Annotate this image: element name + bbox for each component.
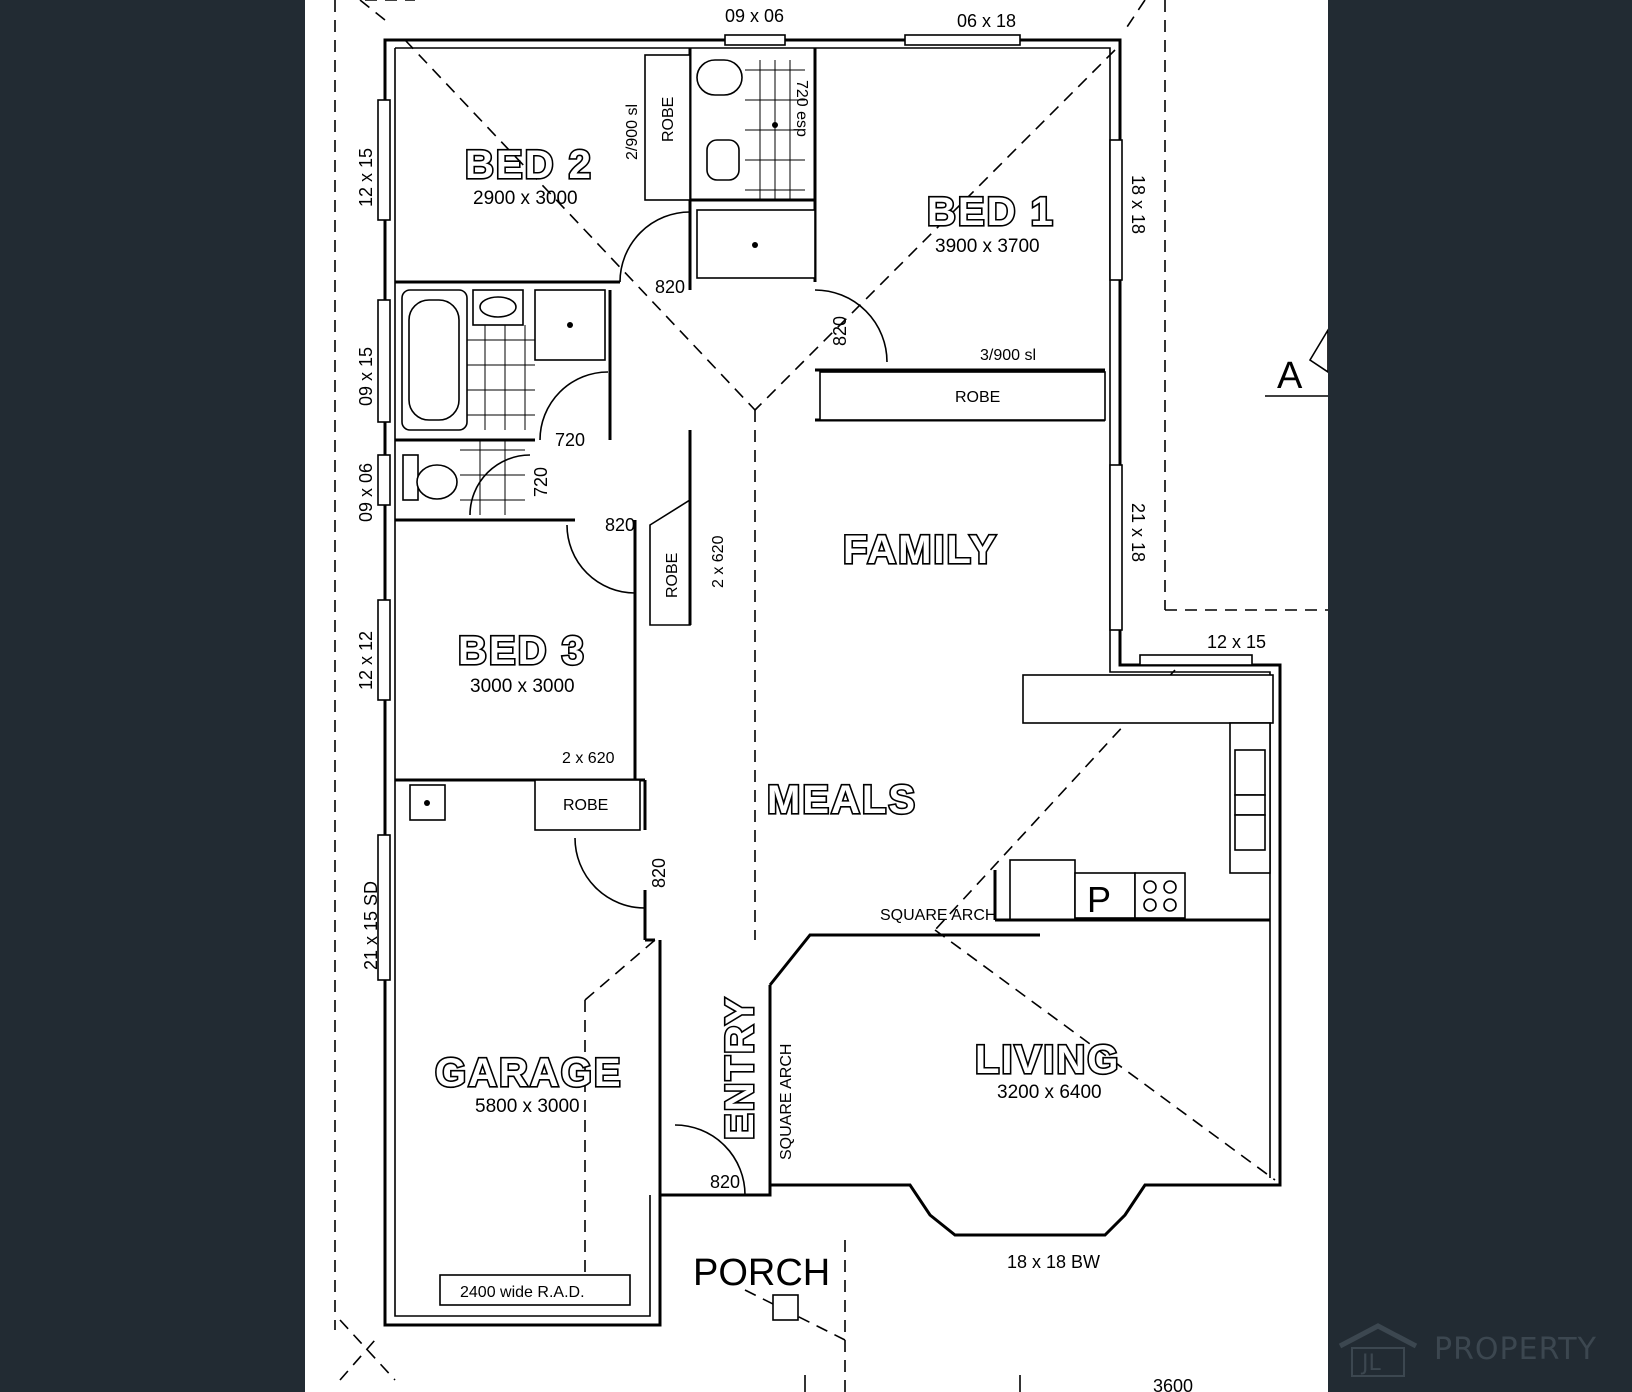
meals-title: MEALS <box>767 778 917 822</box>
window-label-wc: 09 x 06 <box>356 463 376 522</box>
window-label-family: 21 x 18 <box>1128 503 1148 562</box>
garage-sink <box>409 784 446 821</box>
square-arch-label-top: SQUARE ARCH <box>880 907 996 924</box>
floor-plan-paper: ROBE 2/900 sl 720 esp <box>305 0 1328 1392</box>
family-title: FAMILY <box>843 528 998 572</box>
bed1-title: BED 1 <box>927 190 1055 234</box>
porch-step <box>772 1294 799 1321</box>
window-label-bed3: 12 x 12 <box>356 631 376 690</box>
bed2-dims: 2900 x 3000 <box>473 188 578 209</box>
window-label-kitchen: 12 x 15 <box>1207 632 1266 652</box>
window-label-living-bay: 18 x 18 BW <box>1007 1252 1100 1272</box>
door-label-bath: 720 <box>555 430 585 450</box>
living-dims: 3200 x 6400 <box>997 1082 1102 1103</box>
door-label-garage: 820 <box>649 858 669 888</box>
bed2-title: BED 2 <box>465 143 593 187</box>
garage-dims: 5800 x 3000 <box>475 1096 580 1117</box>
kitchen <box>993 674 1274 922</box>
elevation-marker: A <box>1277 355 1303 397</box>
bed3-robe-size: 2 x 620 <box>562 750 615 767</box>
main-bathroom <box>401 289 606 431</box>
jl-property-logo: JL PROPERTY <box>1330 1318 1630 1378</box>
living-walls <box>768 933 1040 1185</box>
bed3-title: BED 3 <box>458 629 586 673</box>
bed3-dims: 3000 x 3000 <box>470 676 575 697</box>
bed1-robe <box>819 371 1106 421</box>
door-label-entry: 820 <box>710 1172 740 1192</box>
floor-plan-drawing: ROBE 2/900 sl 720 esp <box>334 0 1328 1392</box>
bed3-robe-label: ROBE <box>563 797 608 814</box>
bed2-robe-size: 2/900 sl <box>624 104 641 160</box>
roof-hip-lines <box>334 0 1328 1392</box>
bed1-robe-label: ROBE <box>955 389 1000 406</box>
bed3-robe <box>534 779 641 831</box>
doors <box>469 211 888 1196</box>
window-label-bed1: 18 x 18 <box>1128 175 1148 234</box>
bed2-robe-label: ROBE <box>660 97 677 142</box>
logo-text: PROPERTY <box>1434 1332 1597 1367</box>
window-label-garage: 21 x 15 SD <box>361 881 381 970</box>
door-label-bed2: 820 <box>655 277 685 297</box>
windows <box>377 34 1253 981</box>
house-logo-icon: JL <box>1338 1323 1418 1377</box>
logo-initials: JL <box>1360 1351 1381 1376</box>
hall-robe-size: 2 x 620 <box>710 535 727 588</box>
bed1-dims: 3900 x 3700 <box>935 236 1040 257</box>
bed2-robe <box>644 54 691 201</box>
living-title: LIVING <box>975 1038 1120 1082</box>
garage-title: GARAGE <box>435 1051 623 1095</box>
garage-rad-label: 2400 wide R.A.D. <box>460 1284 585 1301</box>
window-label-top-right: 06 x 18 <box>957 11 1016 31</box>
square-arch-label-side: SQUARE ARCH <box>778 1044 795 1160</box>
entry-title: ENTRY <box>718 996 762 1140</box>
ensuite-door-label: 720 esp <box>793 80 810 137</box>
window-label-top-left: 09 x 06 <box>725 6 784 26</box>
window-label-bed2: 12 x 15 <box>356 148 376 207</box>
bed1-robe-size: 3/900 sl <box>980 347 1036 364</box>
door-label-bed3: 820 <box>605 515 635 535</box>
window-label-bath: 09 x 15 <box>356 347 376 406</box>
garage-door <box>439 1274 631 1306</box>
wc <box>402 440 525 515</box>
bottom-dimension-label: 3600 <box>1153 1376 1193 1392</box>
door-label-wc: 720 <box>531 467 551 497</box>
door-label-bed1: 820 <box>830 316 850 346</box>
ensuite <box>696 59 816 279</box>
hall-robe-label: ROBE <box>664 553 681 598</box>
pantry-label: P <box>1087 879 1111 920</box>
porch-title: PORCH <box>693 1252 830 1294</box>
